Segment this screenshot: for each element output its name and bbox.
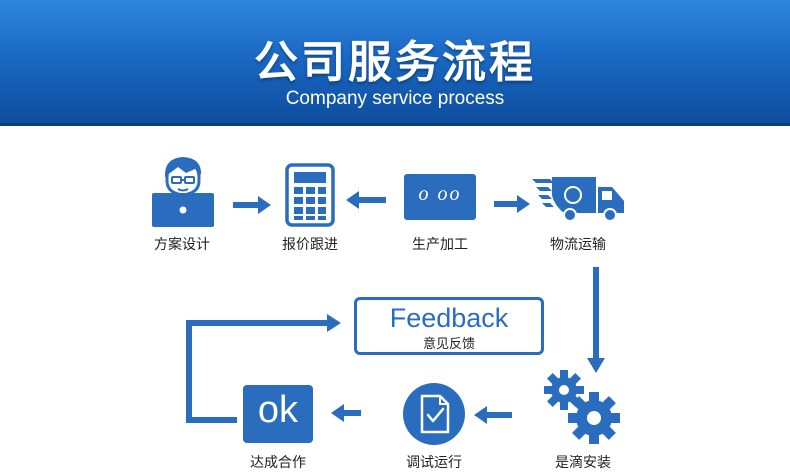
ok-icon: ok (243, 385, 313, 443)
card-icon: o oo (404, 174, 476, 220)
designer-laptop-icon (152, 157, 214, 227)
step-label: 是滴安装 (555, 455, 611, 471)
card-text: o oo (418, 183, 462, 205)
page-subtitle: Company service process (285, 88, 505, 109)
gears-icon (544, 370, 620, 444)
arrow-right-icon (233, 196, 271, 214)
feedback-subtitle: 意见反馈 (422, 337, 475, 352)
step-label: 达成合作 (250, 455, 306, 471)
feedback-title: Feedback (389, 303, 509, 333)
step-label: 物流运输 (550, 237, 606, 253)
step-label: 调试运行 (406, 455, 462, 471)
calculator-icon (285, 163, 335, 227)
arrow-left-icon (331, 404, 361, 422)
delivery-truck-icon (532, 177, 624, 222)
document-check-icon (403, 383, 465, 445)
page-title: 公司服务流程 (254, 37, 536, 88)
arrow-left-icon (474, 406, 512, 424)
arrow-right-icon (494, 195, 530, 213)
ok-text: ok (257, 389, 299, 431)
arrow-down-icon (587, 267, 605, 373)
feedback-loop-connector (186, 314, 341, 423)
step-label: 生产加工 (412, 237, 468, 253)
step-label: 方案设计 (154, 237, 210, 253)
feedback-box: Feedback 意见反馈 (354, 297, 544, 355)
step-label: 报价跟进 (282, 237, 338, 253)
header-banner: 公司服务流程 Company service process (0, 0, 790, 126)
arrow-left-icon (346, 191, 386, 209)
